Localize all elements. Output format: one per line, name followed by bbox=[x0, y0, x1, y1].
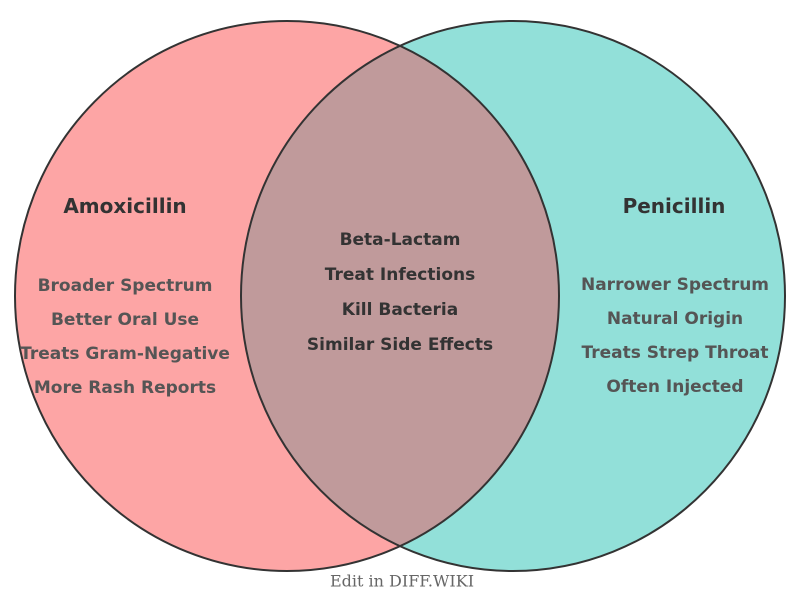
footer-edit-link[interactable]: Edit in DIFF.WIKI bbox=[329, 571, 475, 591]
intersection-items: Beta-Lactam Treat Infections Kill Bacter… bbox=[307, 223, 493, 363]
left-circle-outline bbox=[14, 20, 560, 572]
list-item: Kill Bacteria bbox=[341, 300, 459, 320]
list-item: Treats Gram-Negative bbox=[20, 344, 230, 364]
list-item: Beta-Lactam bbox=[339, 230, 461, 250]
right-set-items: Narrower Spectrum Natural Origin Treats … bbox=[581, 268, 769, 404]
intersection-region bbox=[241, 45, 559, 547]
list-item: Natural Origin bbox=[606, 309, 744, 329]
list-item: Narrower Spectrum bbox=[580, 275, 770, 295]
right-set-title: Penicillin bbox=[622, 194, 726, 218]
left-set-title: Amoxicillin bbox=[63, 194, 187, 218]
list-item: Often Injected bbox=[606, 377, 744, 397]
list-item: More Rash Reports bbox=[33, 378, 217, 398]
list-item: Treat Infections bbox=[324, 265, 476, 285]
list-item: Broader Spectrum bbox=[37, 276, 213, 296]
left-set-items: Broader Spectrum Better Oral Use Treats … bbox=[20, 269, 230, 405]
list-item: Better Oral Use bbox=[50, 310, 200, 330]
right-circle-outline bbox=[240, 20, 786, 572]
list-item: Similar Side Effects bbox=[306, 335, 494, 355]
list-item: Treats Strep Throat bbox=[581, 343, 769, 363]
